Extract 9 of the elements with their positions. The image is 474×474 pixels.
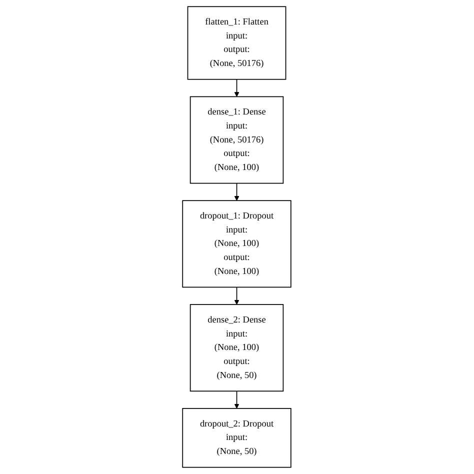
node-box: flatten_1: Flatten input: output: (None, 50176) (188, 6, 286, 80)
arrow (234, 286, 240, 305)
node-box: dropout_2: Dropout input: (None, 50) (182, 408, 292, 468)
arrow (234, 182, 240, 201)
node-box: dense_2: Dense input: (None, 100) output: (None, 50) (190, 304, 284, 392)
node-box: dense_1: Dense input: (None, 50176) output: (None, 100) (190, 96, 284, 184)
node-box: dropout_1: Dropout input: (None, 100) output: (None, 100) (182, 200, 292, 288)
arrow (234, 78, 240, 97)
arrow (234, 390, 240, 409)
